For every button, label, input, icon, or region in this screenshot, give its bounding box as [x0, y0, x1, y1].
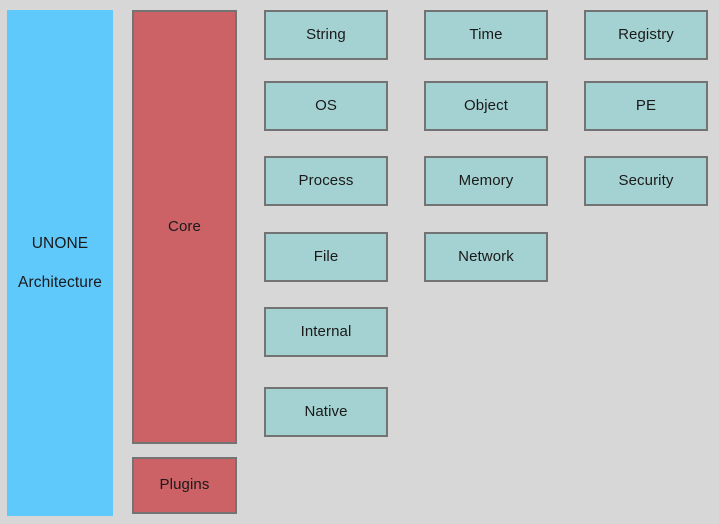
module-os: OS [264, 81, 388, 131]
title-line-2: Architecture [18, 274, 102, 291]
module-memory: Memory [424, 156, 548, 206]
module-string: String [264, 10, 388, 60]
module-process: Process [264, 156, 388, 206]
module-label: OS [315, 96, 337, 114]
module-label: Time [469, 25, 503, 43]
module-time: Time [424, 10, 548, 60]
module-label: Security [618, 171, 674, 189]
module-registry: Registry [584, 10, 708, 60]
title-line-1: UNONE [31, 234, 89, 252]
module-label: Object [464, 96, 508, 114]
module-internal: Internal [264, 307, 388, 357]
module-pe: PE [584, 81, 708, 131]
block-plugins: Plugins [132, 457, 237, 514]
module-label: Process [298, 171, 354, 189]
module-label: File [313, 247, 339, 265]
module-label: PE [635, 96, 657, 114]
module-label: Internal [300, 322, 352, 340]
module-label: Network [458, 247, 514, 265]
module-label: String [306, 25, 346, 43]
block-label: Core [168, 217, 201, 235]
module-network: Network [424, 232, 548, 282]
module-security: Security [584, 156, 708, 206]
module-label: Native [304, 402, 348, 420]
module-label: Registry [618, 25, 674, 43]
block-label: Plugins [159, 476, 210, 494]
unone-architecture-title: UNONE Architecture [7, 10, 113, 516]
module-object: Object [424, 81, 548, 131]
block-core: Core [132, 10, 237, 444]
module-file: File [264, 232, 388, 282]
module-native: Native [264, 387, 388, 437]
module-label: Memory [458, 171, 514, 189]
